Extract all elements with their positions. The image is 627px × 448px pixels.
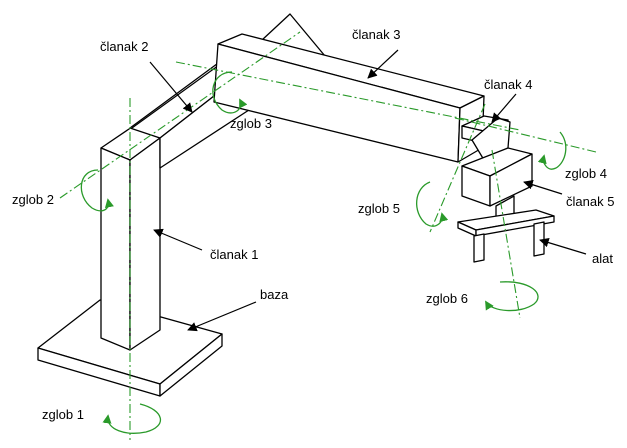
link-4-wrist [461, 115, 511, 161]
leader-clanak-5 [523, 180, 563, 195]
tool [457, 209, 555, 263]
label-clanak-5: članak 5 [566, 194, 614, 209]
leader-clanak-2 [149, 61, 193, 113]
axis-joint-3 [175, 61, 521, 131]
label-clanak-3: članak 3 [352, 27, 400, 42]
joint-axes [59, 31, 597, 440]
leader-clanak-4 [491, 93, 517, 123]
rotation-joint-6 [485, 281, 539, 312]
leader-clanak-1 [153, 228, 203, 251]
axis-joint-4 [454, 117, 597, 153]
label-zglob-5: zglob 5 [358, 201, 400, 216]
axis-joint-6 [491, 149, 521, 319]
label-clanak-4: članak 4 [484, 77, 532, 92]
axis-joint-2 [59, 31, 301, 199]
labels: članak 2 članak 3 članak 4 zglob 3 zglob… [12, 27, 614, 422]
leader-lines [149, 49, 587, 332]
label-zglob-3: zglob 3 [230, 116, 272, 131]
rotation-joint-2 [80, 169, 114, 212]
leader-baza [187, 301, 257, 332]
label-zglob-6: zglob 6 [426, 291, 468, 306]
rotation-joint-5 [416, 181, 449, 227]
label-baza: baza [260, 287, 289, 302]
label-zglob-1: zglob 1 [42, 407, 84, 422]
leader-clanak-3 [367, 49, 399, 79]
link-3-beam [213, 33, 485, 163]
rotation-joint-1 [102, 403, 162, 434]
label-alat: alat [592, 251, 613, 266]
label-clanak-1: članak 1 [210, 247, 258, 262]
label-zglob-4: zglob 4 [565, 166, 607, 181]
label-clanak-2: članak 2 [100, 39, 148, 54]
axis-joint-5 [429, 103, 486, 233]
rotation-arrows [80, 71, 567, 434]
leader-alat [539, 237, 587, 255]
rotation-joint-3 [212, 71, 248, 114]
rotation-joint-4 [537, 131, 567, 170]
label-zglob-2: zglob 2 [12, 192, 54, 207]
